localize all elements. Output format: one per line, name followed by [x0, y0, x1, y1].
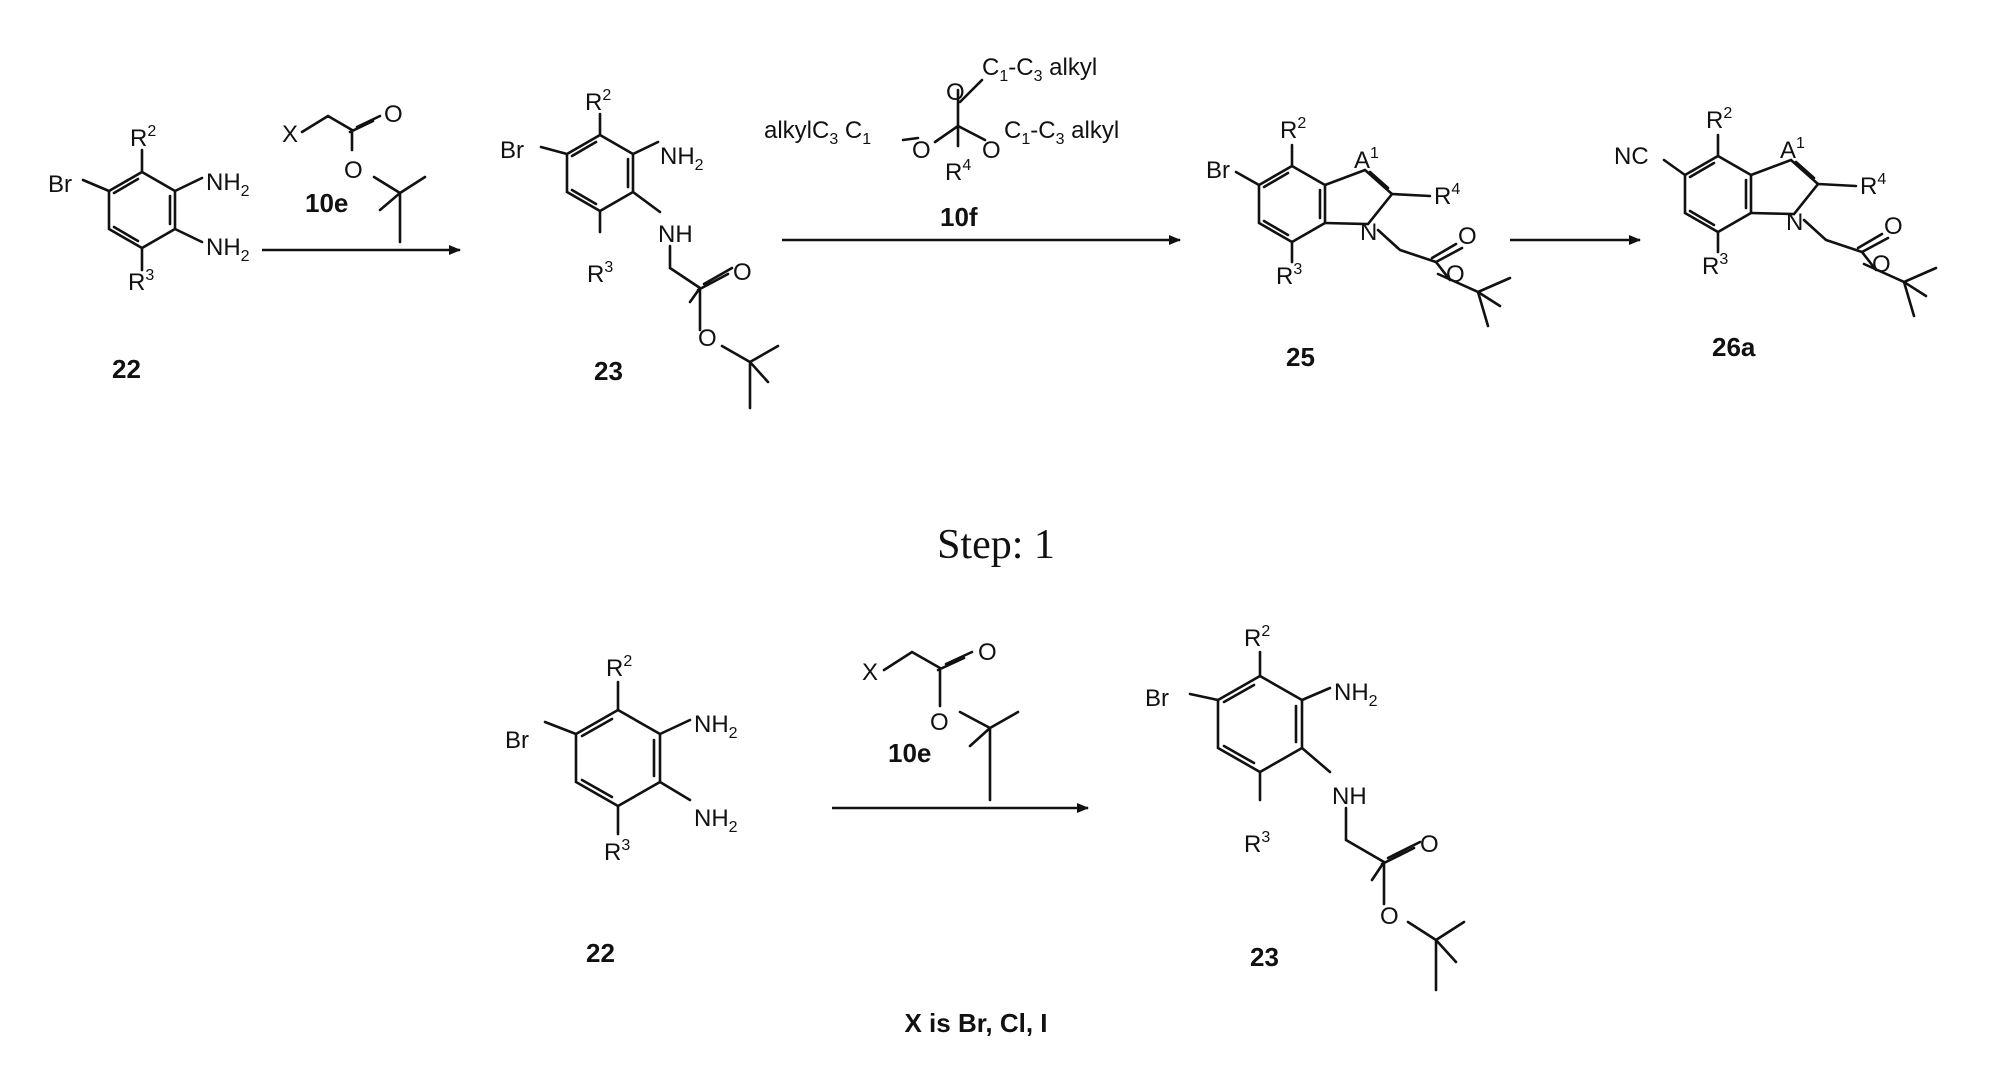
- ring-n-label: N: [1360, 219, 1377, 246]
- r2-label: R2: [606, 653, 632, 682]
- compound-id-23: 23: [1250, 942, 1279, 972]
- amine-label: NH2: [660, 143, 704, 174]
- ester-o-label: O: [1380, 903, 1399, 930]
- secondary-amine-label: NH: [658, 221, 693, 248]
- ortho-alkyl-top: C1-C3 alkyl: [982, 54, 1097, 85]
- bromo-label: Br: [48, 171, 72, 198]
- halide-x-label: X: [862, 659, 878, 686]
- carbonyl-o-label: O: [1420, 831, 1439, 858]
- ester-o-label: O: [1446, 261, 1465, 288]
- r2-label: R2: [1244, 623, 1270, 652]
- amine-label-1: NH2: [206, 169, 250, 200]
- carbonyl-o-label: O: [733, 259, 752, 286]
- r2-label: R2: [130, 123, 156, 152]
- secondary-amine-label: NH: [1332, 783, 1367, 810]
- r3-label: R3: [1702, 251, 1728, 280]
- bromo-label: Br: [1145, 685, 1169, 712]
- r2-label: R2: [1280, 115, 1306, 144]
- reagent-id-10e: 10e: [305, 188, 348, 218]
- compound-25: Br R2 A1 R4 N R3 O O 25: [1206, 115, 1510, 372]
- ortho-alkyl-right: C1-C3 alkyl: [1004, 117, 1119, 148]
- ortho-o-left: O: [912, 137, 931, 164]
- reagent-id-10f: 10f: [940, 202, 978, 232]
- r4-label: R4: [1860, 171, 1886, 200]
- r3-label: R3: [1244, 829, 1270, 858]
- r4-label: R4: [1434, 181, 1460, 210]
- amine-label-1: NH2: [694, 711, 738, 742]
- bromo-label: Br: [500, 137, 524, 164]
- a1-label: A1: [1354, 145, 1379, 174]
- compound-22-bottom: Br R2 NH2 NH2 R3 22: [505, 653, 738, 968]
- r3-label: R3: [128, 267, 154, 296]
- amine-label: NH2: [1334, 679, 1378, 710]
- ester-o-label: O: [930, 709, 949, 736]
- ortho-o-top: O: [946, 79, 965, 106]
- amine-label-2: NH2: [694, 805, 738, 836]
- reagent-10e-top: X O O 10e: [282, 101, 425, 242]
- halide-x-label: X: [282, 121, 298, 148]
- compound-26a: NC R2 A1 R4 N R3 O O 26a: [1614, 105, 1936, 362]
- reagent-10e-bottom: X O O 10e: [862, 639, 1018, 800]
- bromo-label: Br: [505, 727, 529, 754]
- a1-label: A1: [1780, 135, 1805, 164]
- ester-o-label: O: [698, 325, 717, 352]
- compound-id-26a: 26a: [1712, 332, 1756, 362]
- r2-label: R2: [585, 87, 611, 116]
- step-heading: Step: 1: [937, 522, 1055, 568]
- compound-22-top: Br R2 NH2 NH2 R3 22: [48, 123, 250, 384]
- ester-o-label: O: [1872, 251, 1891, 278]
- ester-o-label: O: [344, 157, 363, 184]
- compound-id-23: 23: [594, 356, 623, 386]
- bromo-label: Br: [1206, 157, 1230, 184]
- carbonyl-o-label: O: [384, 101, 403, 128]
- r3-label: R3: [587, 259, 613, 288]
- r2-label: R2: [1706, 105, 1732, 134]
- compound-23-bottom: Br R2 NH2 NH R3 O O 23: [1145, 623, 1464, 990]
- carbonyl-o-label: O: [1458, 223, 1477, 250]
- reagent-id-10e: 10e: [888, 738, 931, 768]
- ortho-r4-label: R4: [945, 157, 971, 186]
- compound-id-22: 22: [112, 354, 141, 384]
- r3-label: R3: [1276, 261, 1302, 290]
- nitrile-label: NC: [1614, 143, 1649, 170]
- compound-id-25: 25: [1286, 342, 1315, 372]
- compound-id-22: 22: [586, 938, 615, 968]
- ring-n-label: N: [1786, 209, 1803, 236]
- ortho-o-right: O: [982, 137, 1001, 164]
- amine-label-2: NH2: [206, 234, 250, 265]
- reagent-10f-orthoester: O C1-C3 alkyl alkylC3 C1 O O C1-C3 alkyl…: [764, 54, 1119, 232]
- halide-footnote: X is Br, Cl, I: [904, 1008, 1047, 1038]
- carbonyl-o-label: O: [1884, 213, 1903, 240]
- carbonyl-o-label: O: [978, 639, 997, 666]
- r3-label: R3: [604, 837, 630, 866]
- compound-23-top: Br R2 NH2 NH R3 O O 23: [500, 87, 778, 408]
- ortho-alkyl-left: alkylC3 C1: [764, 117, 871, 148]
